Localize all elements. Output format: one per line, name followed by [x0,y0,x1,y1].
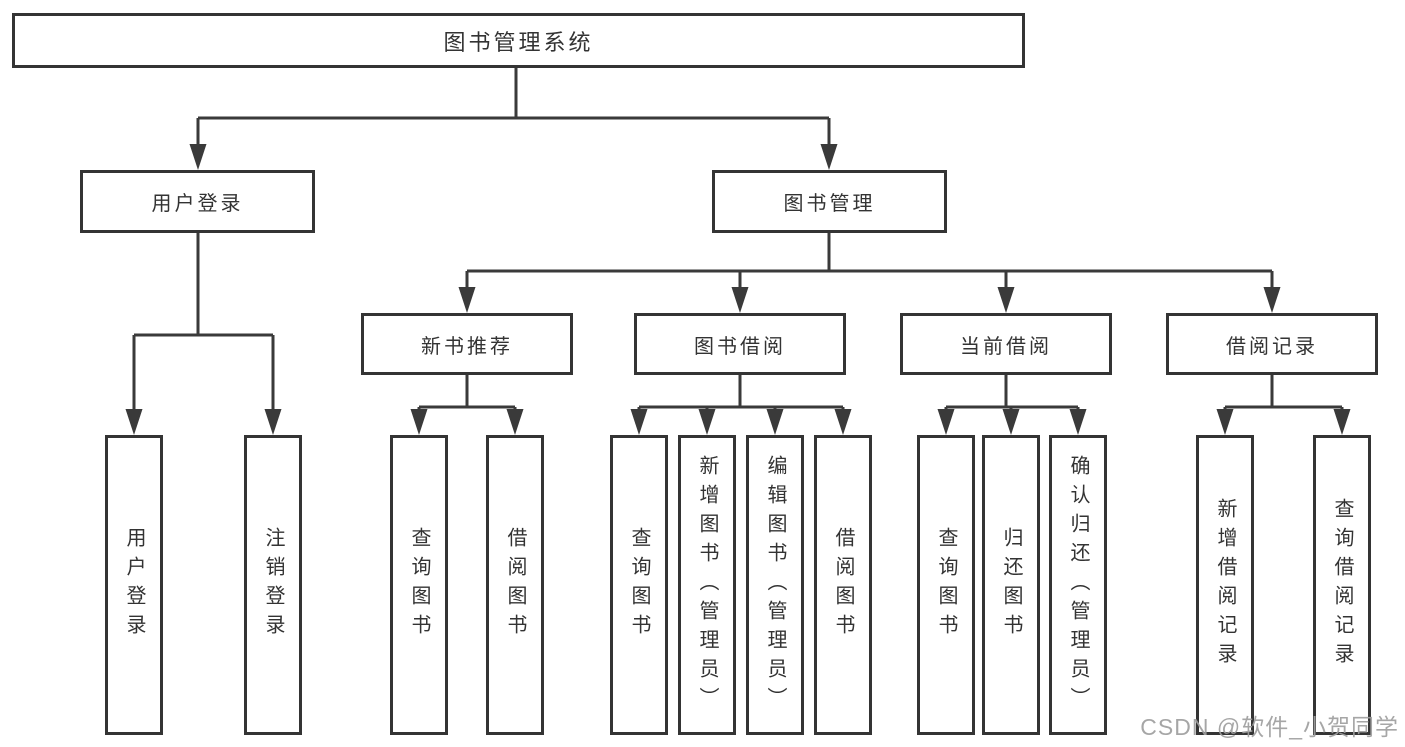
node-label: 编辑图书（管理员） [764,454,786,716]
node-label: 借阅图书 [832,527,854,643]
node-new-book-recommend: 新书推荐 [361,313,573,375]
node-label: 新书推荐 [421,335,513,358]
node-label: 查询图书 [628,527,650,643]
node-leaf-user-login: 用户登录 [105,435,163,735]
node-label: 当前借阅 [960,335,1052,358]
node-leaf-return-book: 归还图书 [982,435,1040,735]
node-label: 图书借阅 [694,335,786,358]
node-leaf-borrow-book-1: 借阅图书 [486,435,544,735]
node-current-borrow: 当前借阅 [900,313,1112,375]
csdn-watermark: CSDN @软件_小贺同学 [1140,714,1399,740]
node-label: 新增图书（管理员） [696,454,718,716]
node-leaf-confirm-return-admin: 确认归还（管理员） [1049,435,1107,735]
node-label: 确认归还（管理员） [1067,454,1089,716]
node-book-management: 图书管理 [712,170,947,233]
node-label: 归还图书 [1000,527,1022,643]
node-label: 用户登录 [151,193,244,215]
node-leaf-query-book-1: 查询图书 [390,435,448,735]
node-user-login: 用户登录 [80,170,315,233]
node-leaf-edit-book-admin: 编辑图书（管理员） [746,435,804,735]
node-label: 查询借阅记录 [1331,498,1353,672]
node-library-management-system: 图书管理系统 [12,13,1025,68]
node-leaf-query-borrow-record: 查询借阅记录 [1313,435,1371,735]
node-leaf-add-borrow-record: 新增借阅记录 [1196,435,1254,735]
node-book-borrow: 图书借阅 [634,313,846,375]
node-leaf-query-book-2: 查询图书 [610,435,668,735]
node-label: 查询图书 [408,527,430,643]
node-label: 注销登录 [262,527,284,643]
node-label: 用户登录 [123,527,145,643]
node-borrow-records: 借阅记录 [1166,313,1378,375]
node-leaf-logout: 注销登录 [244,435,302,735]
node-label: 图书管理 [783,193,876,215]
node-label: 查询图书 [935,527,957,643]
node-leaf-query-book-3: 查询图书 [917,435,975,735]
node-leaf-add-book-admin: 新增图书（管理员） [678,435,736,735]
node-leaf-borrow-book-2: 借阅图书 [814,435,872,735]
node-label: 借阅图书 [504,527,526,643]
node-label: 借阅记录 [1226,335,1318,358]
node-label: 新增借阅记录 [1214,498,1236,672]
node-label: 图书管理系统 [443,29,594,55]
